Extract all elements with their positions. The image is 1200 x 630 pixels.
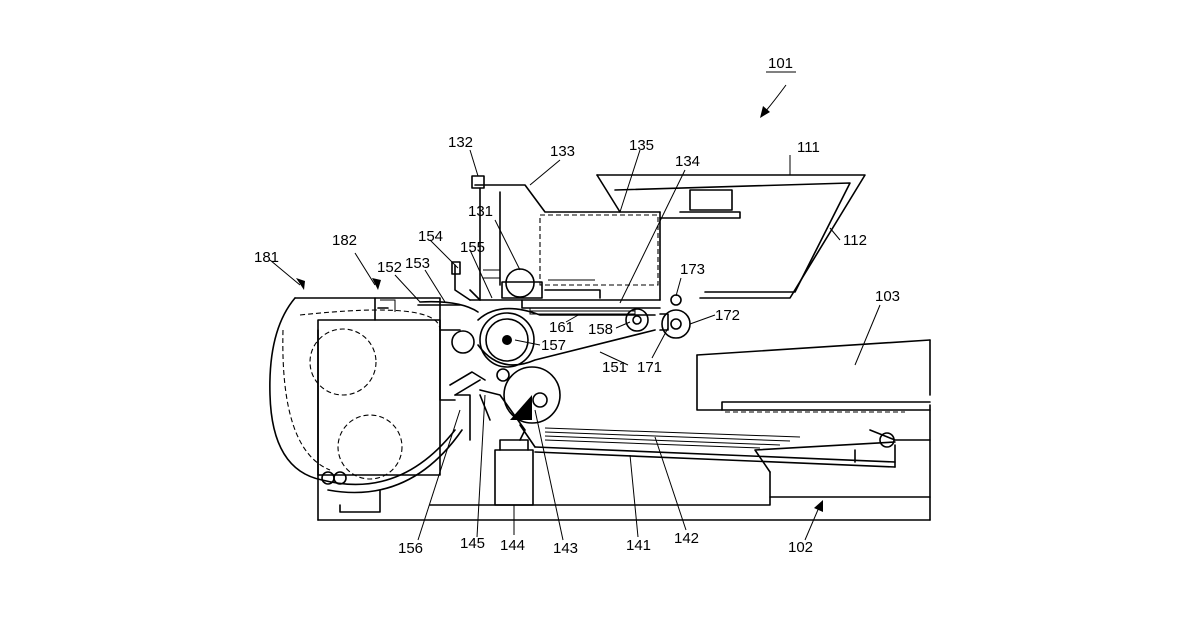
label-181: 181 [254, 249, 279, 266]
label-112: 112 [843, 232, 867, 249]
label-182: 182 [332, 232, 357, 249]
label-102: 102 [788, 539, 813, 556]
label-161: 161 [549, 319, 574, 336]
reference-labels: 101 111 112 132 133 135 134 131 182 181 … [254, 55, 900, 557]
label-153: 153 [405, 255, 430, 272]
stacker-103 [697, 340, 930, 412]
feeder-144 [495, 440, 533, 505]
platen-161 [470, 300, 660, 314]
label-154: 154 [418, 228, 443, 245]
label-157: 157 [541, 337, 566, 354]
label-134: 134 [675, 153, 700, 170]
box-135 [540, 215, 658, 298]
label-158: 158 [588, 321, 613, 338]
label-151: 151 [602, 359, 627, 376]
label-145: 145 [460, 535, 485, 552]
rollers-172 [660, 295, 690, 338]
feeder-111 [597, 175, 865, 300]
label-155: 155 [460, 239, 485, 256]
label-172: 172 [715, 307, 740, 324]
label-133: 133 [550, 143, 575, 160]
label-173: 173 [680, 261, 705, 278]
label-142: 142 [674, 530, 699, 547]
label-132: 132 [448, 134, 473, 151]
label-135: 135 [629, 137, 654, 154]
guide-182 [375, 298, 460, 400]
label-131: 131 [468, 203, 493, 220]
label-111: 111 [797, 139, 820, 156]
label-143: 143 [553, 540, 578, 557]
carriage-133 [472, 176, 660, 300]
paper-tray [520, 425, 930, 467]
label-171: 171 [637, 359, 662, 376]
label-101: 101 [768, 55, 793, 72]
label-156: 156 [398, 540, 423, 557]
label-144: 144 [500, 537, 525, 554]
roller-143 [480, 367, 560, 440]
label-103: 103 [875, 288, 900, 305]
label-152: 152 [377, 259, 402, 276]
label-141: 141 [626, 537, 651, 554]
